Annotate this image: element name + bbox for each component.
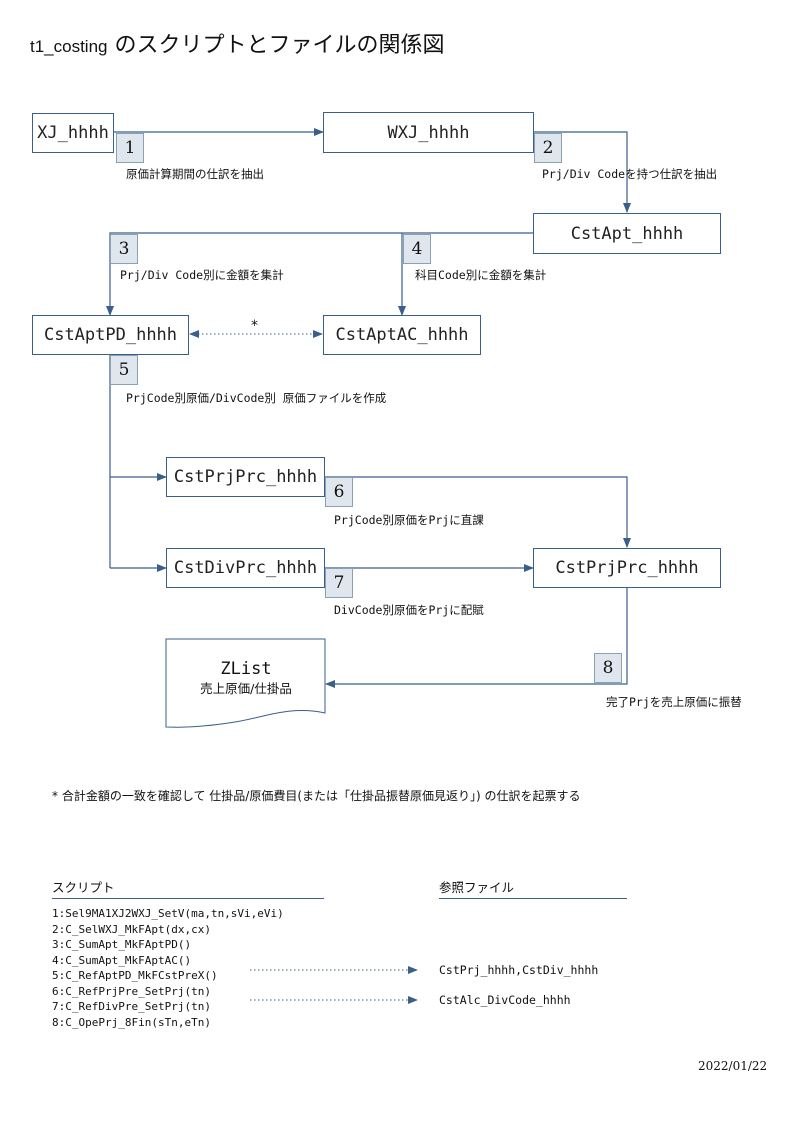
box-xj: XJ_hhhh xyxy=(32,113,114,153)
box-cstprjprc-a: CstPrjPrc_hhhh xyxy=(166,457,325,497)
arrow-cstprjprc-b-to-zlist xyxy=(325,588,628,688)
step-label-5: PrjCode別原価/DivCode別 原価ファイルを作成 xyxy=(126,391,387,405)
step-badge-4: 4 xyxy=(403,234,431,264)
script-item-4: 4:C_SumApt_MkFAptAC() xyxy=(52,953,192,967)
footnote: * 合計金額の一致を確認して 仕掛品/原価費目(または「仕掛品振替原価見返り」)… xyxy=(52,789,581,803)
arrow-cstprjprc-a-to-b xyxy=(324,476,631,548)
page-title: t1_costing のスクリプトとファイルの関係図 xyxy=(30,27,445,59)
zlist-document: ZList 売上原価/仕掛品 xyxy=(166,639,326,731)
zlist-document-shape xyxy=(165,638,326,728)
step-label-1: 原価計算期間の仕訳を抽出 xyxy=(126,167,264,181)
arrow-wxj-to-cstapt xyxy=(533,131,631,213)
step-badge-8: 8 xyxy=(594,653,622,683)
zlist-name: ZList xyxy=(220,659,272,679)
title-code: t1_costing xyxy=(30,37,108,56)
box-cstapt: CstApt_hhhh xyxy=(533,213,721,254)
step-badge-2: 2 xyxy=(534,133,562,163)
step-badge-1: 1 xyxy=(116,133,144,163)
box-cstaptpd: CstAptPD_hhhh xyxy=(32,315,189,355)
step-badge-5: 5 xyxy=(110,355,138,385)
box-cstaptac: CstAptAC_hhhh xyxy=(323,315,481,355)
reconcile-star: * xyxy=(251,318,258,334)
step-badge-3: 3 xyxy=(110,234,138,264)
box-cstprjprc-b: CstPrjPrc_hhhh xyxy=(533,548,721,588)
script-item-2: 2:C_SelWXJ_MkFApt(dx,cx) xyxy=(52,922,211,936)
step-label-4: 科目Code別に金額を集計 xyxy=(415,268,547,282)
step-label-3: Prj/Div Code別に金額を集計 xyxy=(120,268,284,282)
scripts-header: スクリプト xyxy=(52,877,324,899)
title-text: のスクリプトとファイルの関係図 xyxy=(107,33,445,58)
box-wxj: WXJ_hhhh xyxy=(323,112,534,153)
script-item-7: 7:C_RefDivPre_SetPrj(tn) xyxy=(52,1000,211,1013)
box-cstdivprc: CstDivPrc_hhhh xyxy=(166,548,325,588)
script-item-3: 3:C_SumApt_MkFAptPD() xyxy=(52,938,192,951)
ref-file-5: CstPrj_hhhh,CstDiv_hhhh xyxy=(439,963,599,977)
step-label-7: DivCode別原価をPrjに配賦 xyxy=(334,603,484,617)
script-list: 1:Sel9MA1XJ2WXJ_SetV(ma,tn,sVi,eVi) 2:C_… xyxy=(52,906,284,1030)
step-badge-7: 7 xyxy=(325,568,353,598)
date-stamp: 2022/01/22 xyxy=(698,1059,768,1073)
step-label-6: PrjCode別原価をPrjに直課 xyxy=(334,513,484,527)
script-item-6: 6:C_RefPrjPre_SetPrj(tn) xyxy=(52,984,211,998)
script-item-5: 5:C_RefAptPD_MkFCstPreX() xyxy=(52,969,218,982)
arrow-cstapt-to-cstaptpd xyxy=(106,232,533,316)
script-item-8: 8:C_OpePrj_8Fin(sTn,eTn) xyxy=(52,1015,211,1029)
script-item-1: 1:Sel9MA1XJ2WXJ_SetV(ma,tn,sVi,eVi) xyxy=(52,907,284,920)
zlist-desc: 売上原価/仕掛品 xyxy=(200,681,292,696)
ref-file-7: CstAlc_DivCode_hhhh xyxy=(439,993,571,1007)
step-label-2: Prj/Div Codeを持つ仕訳を抽出 xyxy=(542,167,718,181)
step-label-8: 完了Prjを売上原価に振替 xyxy=(606,695,742,709)
step-badge-6: 6 xyxy=(325,477,353,507)
refs-header: 参照ファイル xyxy=(439,877,627,899)
